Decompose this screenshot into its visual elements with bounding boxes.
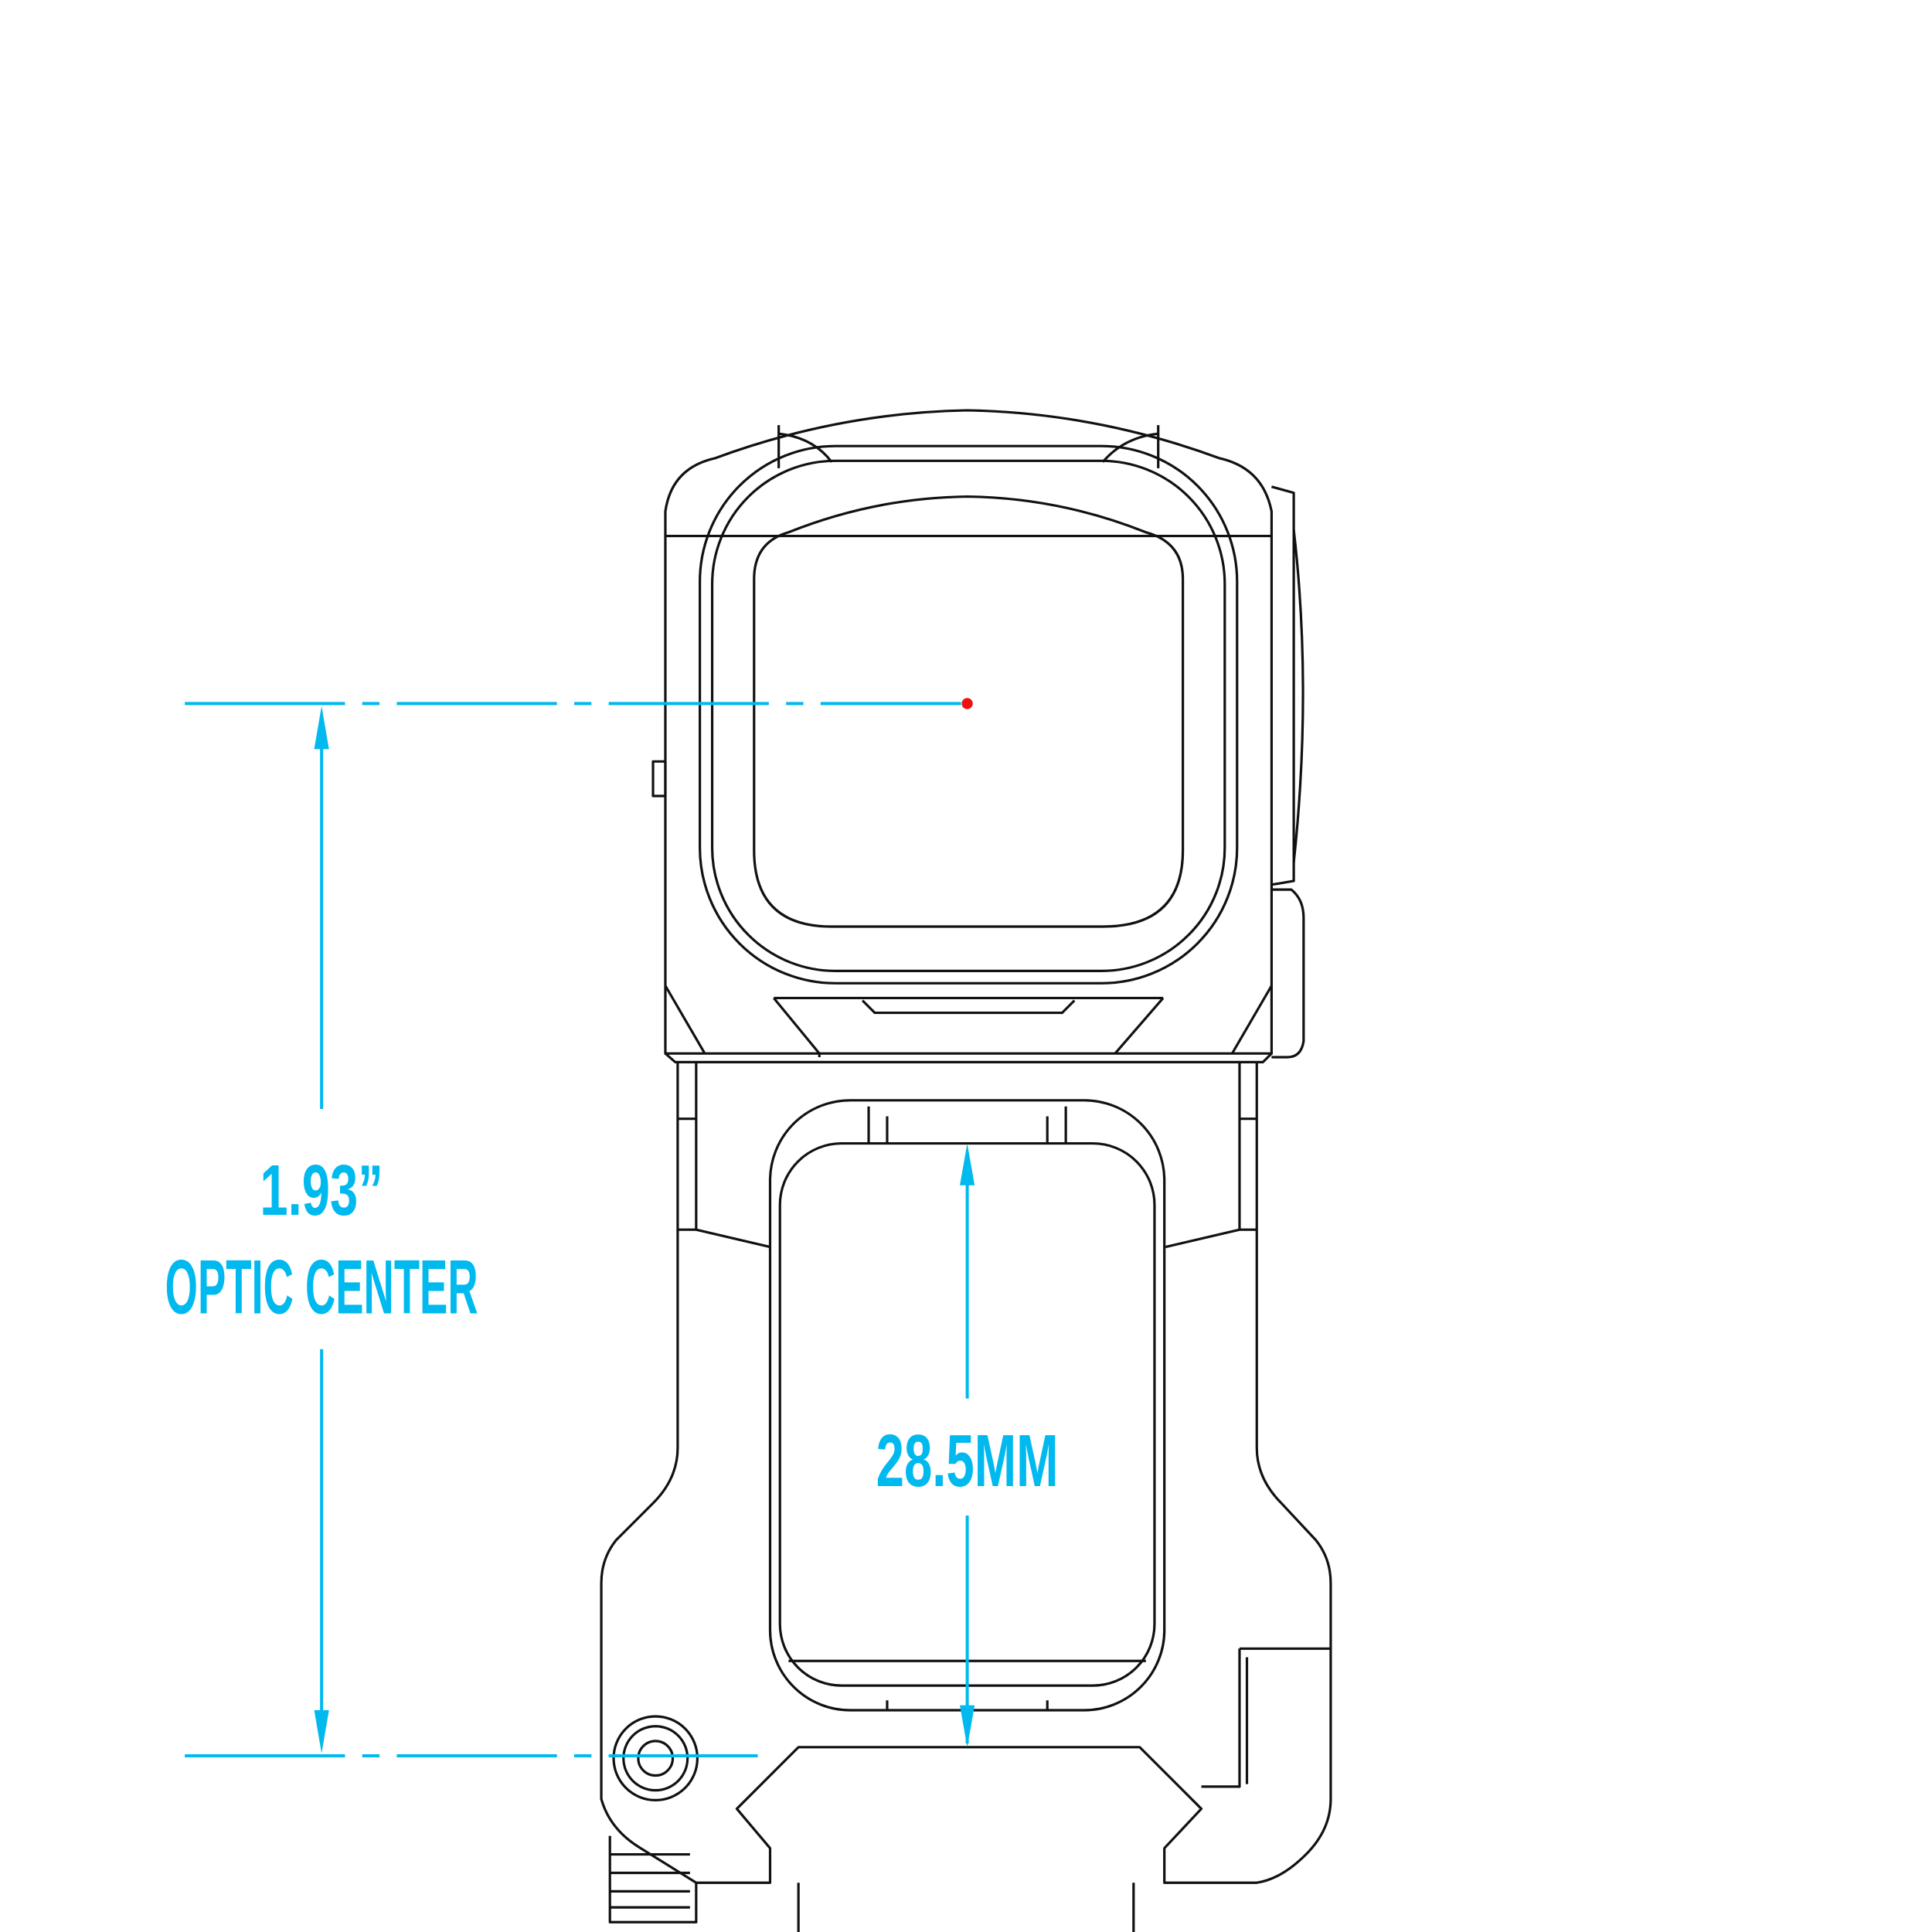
arrow-down-icon — [960, 1705, 975, 1747]
optic-center-label: OPTIC CENTER — [165, 1245, 478, 1330]
bore-diameter-label: 28.5MM — [876, 1420, 1059, 1502]
bore-dimension — [960, 1143, 975, 1747]
arrow-up-icon — [960, 1143, 975, 1185]
screw-head — [612, 1715, 699, 1801]
arrow-down-icon — [314, 1710, 329, 1753]
height-value-label: 1.93” — [260, 1150, 383, 1230]
optic-center-dimension — [185, 702, 961, 1757]
red-dot-optic — [651, 409, 1305, 1063]
mount-body — [600, 1062, 1332, 1932]
arrow-up-icon — [314, 706, 329, 750]
reticle-dot — [961, 698, 973, 709]
